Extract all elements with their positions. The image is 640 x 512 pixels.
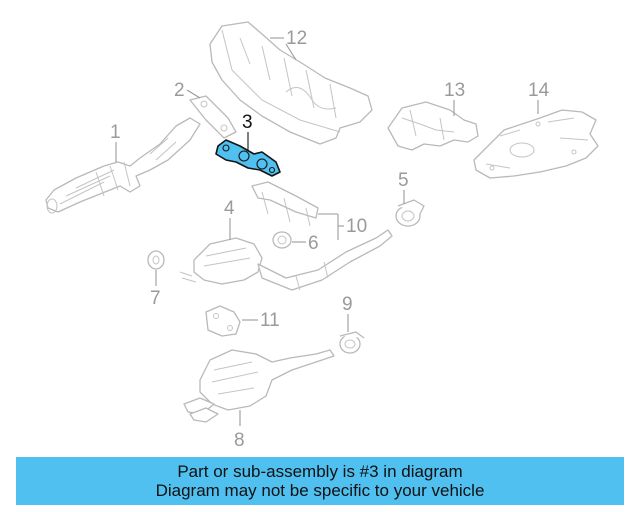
label-12: 12 [286, 28, 307, 49]
part-1-catalytic-converter[interactable] [45, 117, 201, 214]
part-13-manifold-shield[interactable] [387, 101, 479, 151]
banner-line-1: Part or sub-assembly is #3 in diagram [177, 462, 463, 481]
banner-line-2: Diagram may not be specific to your vehi… [155, 481, 485, 500]
label-2: 2 [174, 80, 185, 101]
label-4: 4 [224, 198, 235, 219]
label-5: 5 [398, 170, 409, 191]
label-1: 1 [110, 122, 121, 143]
part-9-clamp[interactable] [339, 331, 365, 354]
leader-12b [285, 43, 297, 61]
label-11: 11 [260, 310, 280, 331]
part-14-underbody-shield[interactable] [473, 109, 599, 179]
exhaust-parts-diagram: 12 2 1 3 13 14 [45, 21, 599, 451]
label-14: 14 [528, 80, 550, 101]
part-6-rubber-hanger[interactable] [272, 231, 292, 249]
label-13: 13 [444, 80, 465, 101]
part-2-gasket[interactable] [189, 95, 237, 139]
part-10-bracket[interactable] [251, 181, 319, 227]
part-3-highlighted-gasket[interactable] [215, 139, 281, 177]
info-banner: Part or sub-assembly is #3 in diagram Di… [16, 457, 624, 505]
label-9: 9 [342, 294, 353, 315]
label-3: 3 [242, 112, 253, 133]
part-8-rear-muffler[interactable] [183, 349, 335, 423]
label-8: 8 [234, 430, 245, 451]
leader-2 [186, 89, 201, 99]
label-6: 6 [308, 233, 319, 254]
label-10: 10 [346, 216, 367, 237]
label-7: 7 [150, 288, 161, 309]
part-12-heat-shield[interactable] [209, 21, 373, 145]
part-5-clamp[interactable] [395, 199, 425, 227]
part-4-center-muffler[interactable] [179, 229, 393, 291]
part-7-hanger[interactable] [147, 250, 165, 270]
part-11-bracket[interactable] [205, 305, 241, 337]
